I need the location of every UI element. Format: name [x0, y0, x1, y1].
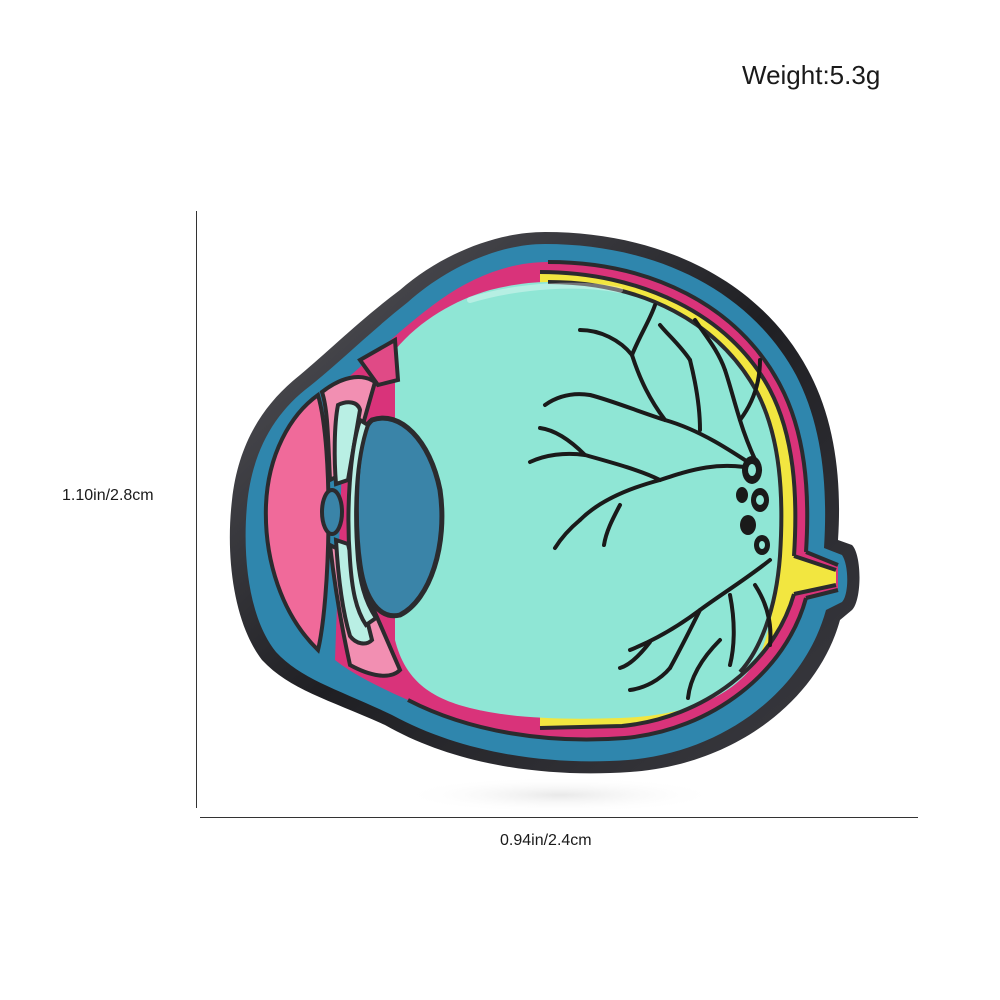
height-dimension-label: 1.10in/2.8cm [62, 487, 154, 504]
width-dimension-line [200, 817, 918, 818]
ciliary-body-upper [357, 336, 401, 388]
lens-edge [346, 416, 379, 628]
retinal-vessels [528, 303, 773, 700]
pupil [320, 488, 344, 536]
weight-label: Weight:5.3g [742, 60, 881, 90]
pin-shadow [400, 777, 720, 813]
width-dimension-label: 0.94in/2.4cm [500, 832, 592, 849]
vitreous-body [395, 282, 782, 719]
height-dimension-line [196, 211, 197, 808]
ciliary-band-front [332, 400, 363, 487]
